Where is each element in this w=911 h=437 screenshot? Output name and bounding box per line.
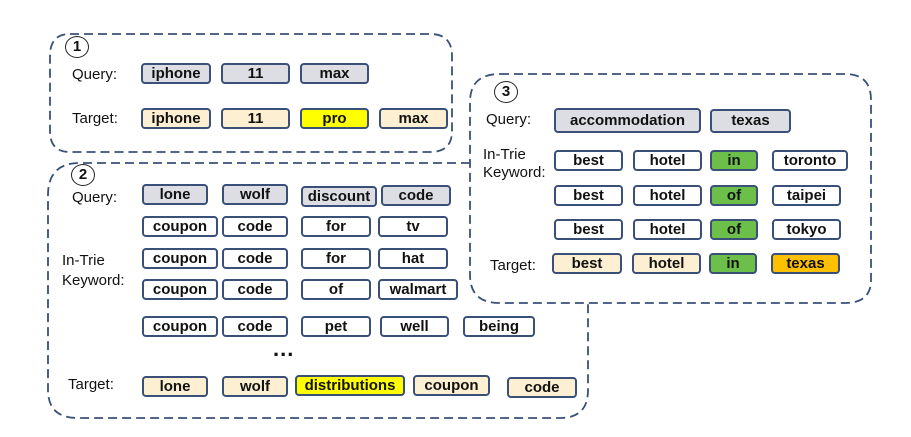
query-token: code	[381, 185, 451, 206]
keyword-token: tokyo	[772, 219, 841, 240]
query-token: iphone	[141, 63, 211, 84]
keyword-token: hotel	[633, 219, 702, 240]
keyword-token: of	[301, 279, 371, 300]
panel-1-number: 1	[65, 36, 89, 58]
query-token: discount	[301, 186, 377, 207]
keyword-token: best	[554, 219, 623, 240]
panel-2-query-label: Query:	[72, 189, 118, 206]
matched-token: of	[710, 219, 758, 240]
keyword-token: toronto	[772, 150, 848, 171]
keyword-token: coupon	[142, 216, 218, 237]
query-token: wolf	[222, 184, 288, 205]
keyword-token: hotel	[633, 150, 702, 171]
keyword-token: for	[301, 216, 371, 237]
target-token: iphone	[141, 108, 211, 129]
keyword-token: coupon	[142, 248, 218, 269]
keyword-token: being	[463, 316, 535, 337]
panel-2-keyword-label: In-Trie	[62, 252, 105, 269]
keyword-token: pet	[301, 316, 371, 337]
matched-token: of	[710, 185, 758, 206]
query-token: texas	[710, 109, 791, 133]
target-token: best	[552, 253, 622, 274]
target-token: hotel	[632, 253, 701, 274]
target-token: coupon	[413, 375, 490, 396]
panel-2-frame	[47, 162, 589, 419]
keyword-token: code	[222, 316, 288, 337]
ellipsis: ...	[273, 336, 295, 361]
panel-2-keyword-label: Keyword:	[62, 272, 125, 289]
keyword-token: taipei	[772, 185, 841, 206]
keyword-token: code	[222, 279, 288, 300]
panel-2-number: 2	[71, 164, 95, 186]
keyword-token: hat	[378, 248, 448, 269]
panel-3-keyword-label: In-Trie	[483, 146, 526, 163]
inserted-token: pro	[300, 108, 369, 129]
keyword-token: code	[222, 248, 288, 269]
query-token: accommodation	[554, 108, 701, 133]
panel-3-target-label: Target:	[490, 257, 536, 274]
keyword-token: tv	[378, 216, 448, 237]
panel-1-frame	[49, 33, 453, 153]
panel-2-target-label: Target:	[68, 376, 114, 393]
replaced-token: texas	[771, 253, 840, 274]
keyword-token: code	[222, 216, 288, 237]
keyword-token: hotel	[633, 185, 702, 206]
target-token: 11	[221, 108, 290, 129]
query-token: lone	[142, 184, 208, 205]
keyword-token: best	[554, 185, 623, 206]
panel-3-keyword-label: Keyword:	[483, 164, 546, 181]
target-token: code	[507, 377, 577, 398]
inserted-token: distributions	[295, 375, 405, 396]
panel-3-number: 3	[494, 81, 518, 103]
target-token: lone	[142, 376, 208, 397]
keyword-token: walmart	[378, 279, 458, 300]
keyword-token: best	[554, 150, 623, 171]
target-token: max	[379, 108, 448, 129]
panel-1-query-label: Query:	[72, 66, 118, 83]
query-token: max	[300, 63, 369, 84]
keyword-token: well	[380, 316, 449, 337]
keyword-token: coupon	[142, 279, 218, 300]
matched-token: in	[710, 150, 758, 171]
panel-3-query-label: Query:	[486, 111, 532, 128]
keyword-token: coupon	[142, 316, 218, 337]
target-token: wolf	[222, 376, 288, 397]
panel-1-target-label: Target:	[72, 110, 118, 127]
query-token: 11	[221, 63, 290, 84]
keyword-token: for	[301, 248, 371, 269]
matched-token: in	[709, 253, 757, 274]
